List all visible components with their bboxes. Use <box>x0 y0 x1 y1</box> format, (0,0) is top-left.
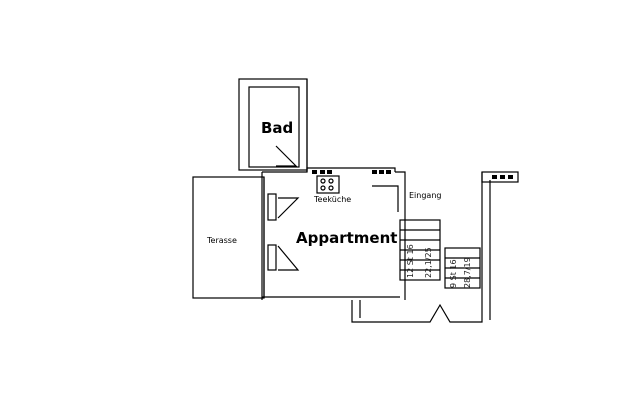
hob-1 <box>320 178 326 184</box>
west-window-1 <box>267 193 277 221</box>
hob-2 <box>328 178 334 184</box>
stair-annotation: 22,1/25 <box>424 247 433 278</box>
stair-annotation: 12 St 16 <box>406 244 415 278</box>
door-swing-bad <box>275 145 298 167</box>
stair-annotation: 28,7/19 <box>463 257 472 288</box>
stair-annotation: 9 St 16 <box>449 259 458 288</box>
door-swing-eingang <box>372 185 399 212</box>
vent-2 <box>320 170 325 174</box>
room-label-bad: Bad <box>261 119 294 137</box>
south-wall <box>351 300 470 323</box>
vent-6 <box>386 170 391 174</box>
east-wall <box>470 172 483 323</box>
vent-4 <box>372 170 377 174</box>
vent-8 <box>500 175 505 179</box>
hob-3 <box>320 185 326 191</box>
teekuche-counter <box>316 175 340 194</box>
east-top-wall <box>481 171 519 183</box>
hob-4 <box>328 185 334 191</box>
door-swing-1 <box>277 197 300 219</box>
appartment-east-wall <box>395 171 406 300</box>
vent-5 <box>379 170 384 174</box>
vent-7 <box>492 175 497 179</box>
room-label-teekuche: Teeküche <box>314 195 352 204</box>
room-label-eingang: Eingang <box>409 191 442 200</box>
vent-3 <box>327 170 332 174</box>
room-label-appartment: Appartment <box>296 229 398 247</box>
appartment-top-wall <box>262 167 396 173</box>
bad-inner-wall <box>248 86 300 168</box>
vent-1 <box>312 170 317 174</box>
west-window-2 <box>267 244 277 271</box>
room-label-terasse: Terasse <box>207 236 237 245</box>
vent-9 <box>508 175 513 179</box>
door-swing-2 <box>277 245 300 271</box>
